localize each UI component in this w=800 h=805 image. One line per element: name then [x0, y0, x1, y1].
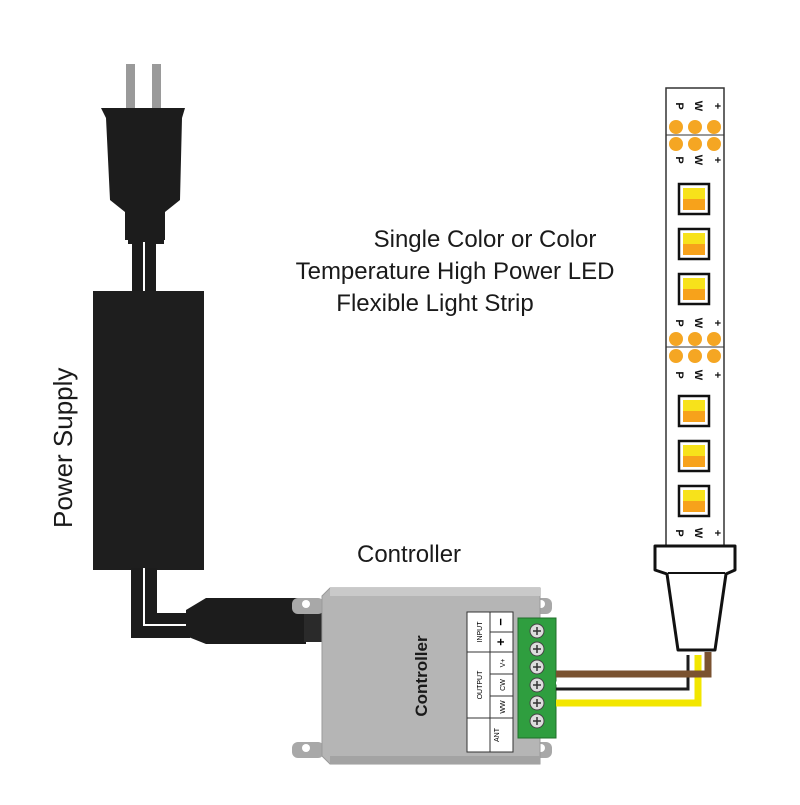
wall-plug	[101, 64, 185, 244]
pad-label: W	[692, 318, 704, 329]
solder-pad	[707, 332, 721, 346]
led-chip	[677, 227, 711, 261]
solder-pad	[707, 137, 721, 151]
strip-title-line3: Flexible Light Strip	[336, 290, 534, 317]
pad-label: +	[711, 157, 723, 163]
terminal-label-panel: INPUT OUTPUT − + V+ CW WW ANT	[466, 611, 514, 753]
terminal-minus-label: −	[493, 618, 508, 626]
power-supply-label: Power Supply	[48, 367, 78, 528]
terminal-plus-label: +	[493, 638, 508, 646]
pad-label: +	[711, 530, 723, 536]
input-header: INPUT	[477, 621, 484, 643]
led-chip	[677, 182, 711, 216]
strip-title-line1: Single Color or Color	[373, 226, 597, 253]
plug-prong-left	[126, 64, 135, 114]
power-supply-body	[93, 291, 204, 570]
led-chip	[677, 439, 711, 473]
led-chip	[677, 484, 711, 518]
controller-label: Controller	[357, 541, 462, 568]
pad-label: W	[692, 528, 704, 539]
terminal-screws	[529, 623, 545, 729]
pad-label: W	[692, 155, 704, 166]
solder-pad	[688, 349, 702, 363]
solder-pad	[669, 137, 683, 151]
led-chip	[677, 272, 711, 306]
pad-label: +	[711, 372, 723, 378]
solder-pad	[707, 349, 721, 363]
solder-pads	[669, 120, 721, 363]
output-wires	[556, 652, 712, 707]
terminal-cw-label: CW	[500, 679, 507, 691]
terminal-vplus-label: V+	[500, 659, 507, 668]
pad-label: W	[692, 370, 704, 381]
controller-body-label: Controller	[412, 635, 431, 717]
solder-pad	[669, 120, 683, 134]
pad-label: P	[673, 529, 685, 536]
strip-title: Single Color or Color Temperature High P…	[260, 224, 650, 320]
solder-pad	[688, 332, 702, 346]
output-header: OUTPUT	[477, 670, 484, 700]
terminal-ant-label: ANT	[494, 727, 501, 742]
pad-label: P	[673, 102, 685, 109]
plug-strain-relief	[128, 232, 164, 244]
terminal-block	[517, 617, 557, 739]
pad-label: P	[673, 156, 685, 163]
strip-pad-labels: P W + P W + P W + P W + P W +	[673, 101, 723, 539]
cable-plug-to-psu	[132, 242, 156, 294]
solder-pad	[688, 137, 702, 151]
pad-label: W	[692, 101, 704, 112]
led-chips	[677, 182, 711, 518]
led-strip: P W + P W + P W + P W + P W +	[653, 87, 737, 652]
pad-label: +	[711, 320, 723, 326]
led-chip	[677, 394, 711, 428]
strip-end-cap	[653, 544, 737, 652]
pad-label: P	[673, 371, 685, 378]
solder-pad	[688, 120, 702, 134]
solder-pad	[669, 332, 683, 346]
terminal-ww-label: WW	[500, 700, 507, 714]
solder-pad	[669, 349, 683, 363]
cable-psu-to-controller	[131, 568, 190, 638]
plug-head	[101, 108, 185, 240]
solder-pad	[707, 120, 721, 134]
strip-title-line2: Temperature High Power LED	[295, 258, 615, 285]
pad-label: P	[673, 319, 685, 326]
plug-prong-right	[152, 64, 161, 114]
pad-label: +	[711, 103, 723, 109]
